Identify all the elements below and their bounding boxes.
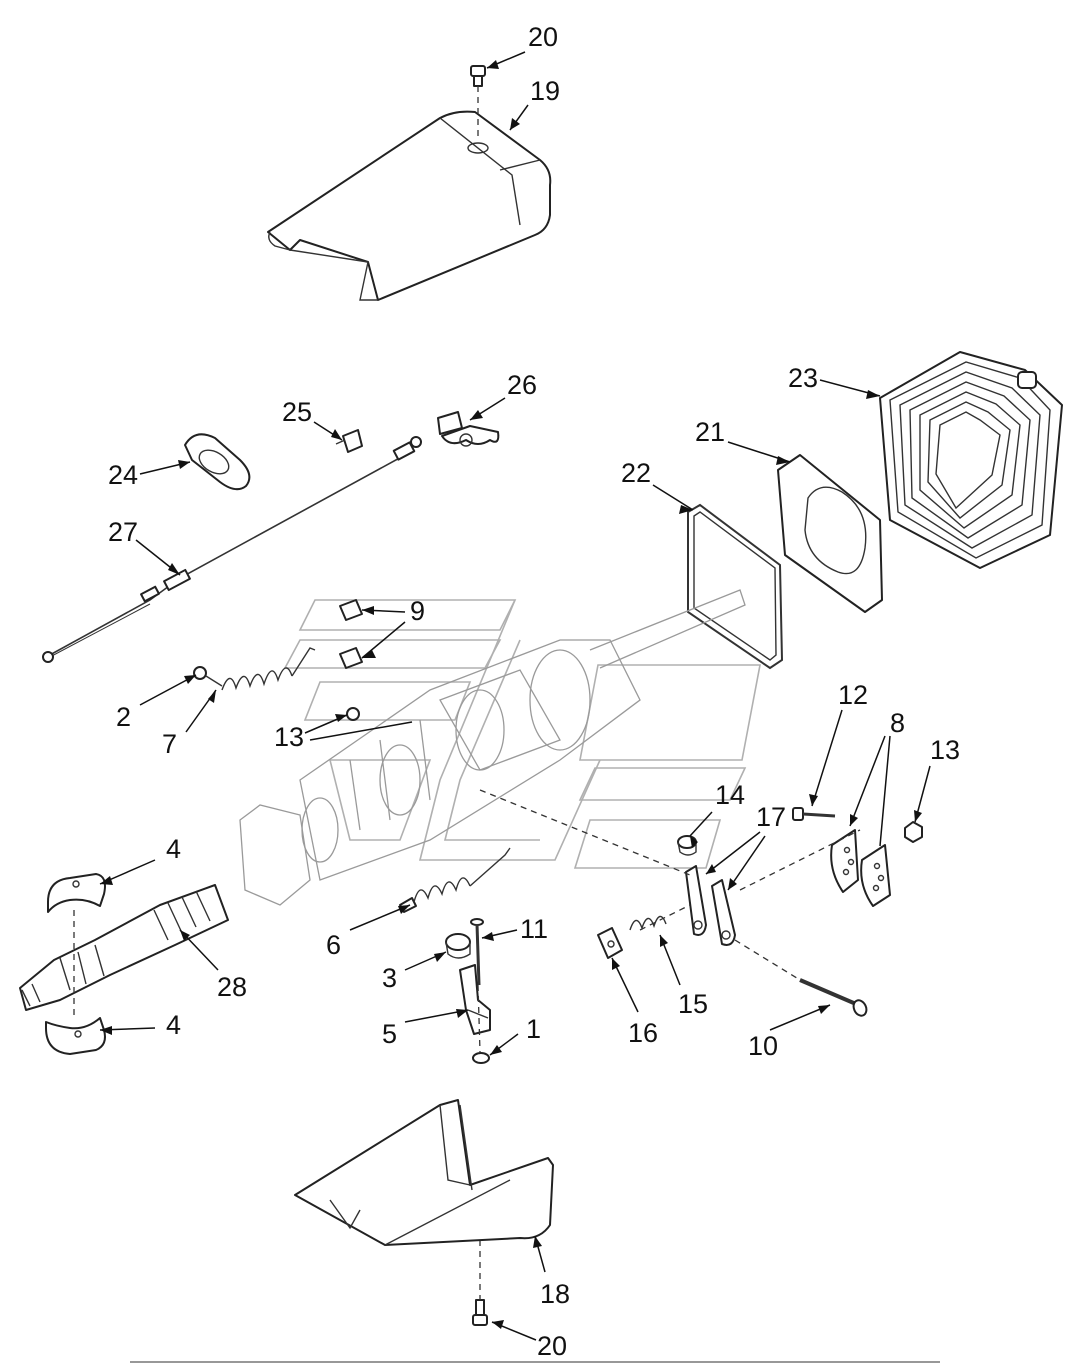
part-17-levers (685, 865, 736, 946)
callout-2: 2 (116, 702, 131, 732)
callout-28: 28 (217, 972, 247, 1002)
part-16-clip (597, 927, 623, 959)
part-1-nut (472, 1052, 490, 1064)
leader-arrowheads (100, 60, 922, 1329)
part-21-mounting-plate (777, 454, 883, 613)
callout-4-bottom: 4 (166, 1010, 181, 1040)
part-15-spring (629, 915, 667, 931)
part-28-shaft (19, 884, 229, 1011)
callout-15: 15 (678, 989, 708, 1019)
part-25-clip (335, 429, 363, 453)
part-23-bellows-boot (879, 351, 1063, 569)
callout-23: 23 (788, 363, 818, 393)
part-8-gear-sector-right (860, 844, 891, 907)
callout-13-right: 13 (930, 735, 960, 765)
part-4-bushing-bottom (45, 1017, 106, 1055)
callout-labels: 20 19 23 26 25 21 24 22 27 9 2 7 13 12 8… (108, 22, 960, 1361)
part-13-nut-right (904, 821, 923, 843)
callout-1: 1 (526, 1014, 541, 1044)
callout-17: 17 (756, 802, 786, 832)
callout-27: 27 (108, 517, 138, 547)
alignment-lines (73, 789, 861, 1053)
callout-16: 16 (628, 1018, 658, 1048)
callout-25: 25 (282, 397, 312, 427)
callout-11: 11 (520, 914, 548, 944)
steering-column-assembly (239, 589, 746, 906)
part-12-bolt (792, 807, 836, 821)
callout-24: 24 (108, 460, 138, 490)
part-5-arm (459, 964, 491, 1035)
leader-lines (99, 51, 931, 1341)
part-27-cable (42, 436, 422, 663)
callout-10: 10 (748, 1031, 778, 1061)
callout-7: 7 (162, 729, 177, 759)
part-3-knob (445, 933, 471, 959)
part-20-screw-top (470, 65, 486, 140)
callout-20-top: 20 (528, 22, 558, 52)
callout-14: 14 (715, 780, 745, 810)
callout-21: 21 (695, 417, 725, 447)
callout-12: 12 (838, 680, 868, 710)
part-9-blocks (339, 599, 363, 669)
part-19-upper-cover (267, 110, 552, 301)
part-13-nut-left (346, 707, 360, 721)
callout-19: 19 (530, 76, 560, 106)
part-22-gasket (687, 503, 784, 670)
callout-26: 26 (507, 370, 537, 400)
callout-5: 5 (382, 1019, 397, 1049)
callout-22: 22 (621, 458, 651, 488)
callout-6: 6 (326, 930, 341, 960)
watermark-logo (283, 599, 761, 869)
part-20-screw-bottom (472, 1240, 488, 1326)
part-6-spring (399, 847, 511, 913)
part-4-bushing-top (47, 873, 106, 913)
part-8-gear-sector-left (830, 829, 859, 893)
callout-4-top: 4 (166, 834, 181, 864)
callout-13-left: 13 (274, 722, 304, 752)
callout-9: 9 (410, 596, 425, 626)
part-11-pin (470, 918, 484, 986)
part-7-spring (205, 647, 316, 691)
part-2-washer (193, 666, 207, 680)
part-10-long-pin (799, 978, 868, 1017)
part-18-lower-shield (294, 1099, 554, 1246)
callout-20-bottom: 20 (537, 1331, 567, 1361)
callout-18: 18 (540, 1279, 570, 1309)
callout-3: 3 (382, 963, 397, 993)
callout-8: 8 (890, 708, 905, 738)
part-26-cable-clamp (437, 411, 500, 447)
part-24-bracket (184, 433, 251, 491)
